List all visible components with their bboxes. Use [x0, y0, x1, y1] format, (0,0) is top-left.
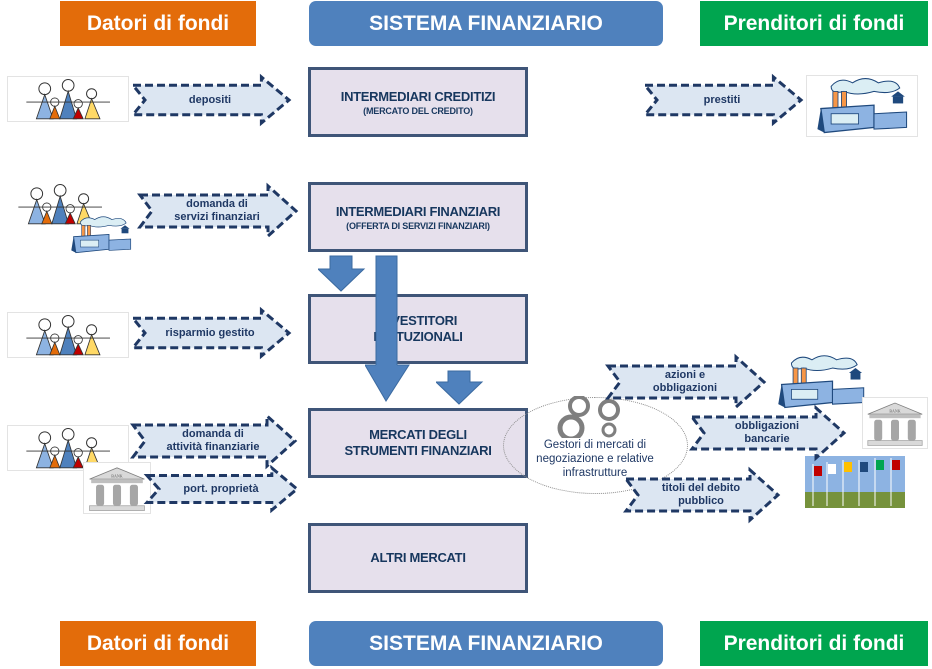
arrow-shape — [129, 306, 292, 360]
down-arrow-icon — [436, 370, 484, 405]
box-other-markets: ALTRI MERCATI — [308, 523, 528, 593]
header-lenders-top: Datori di fondi — [60, 1, 256, 46]
gears-icon — [557, 396, 620, 438]
arrow-loans: prestiti — [641, 73, 804, 127]
market-operators-line3: infrastrutture — [562, 467, 628, 479]
header-system-bottom: SISTEMA FINANZIARIO — [309, 621, 663, 666]
flags-icon — [805, 456, 905, 508]
arrow-label-line2: pubblico — [678, 495, 724, 507]
arrow-shape — [130, 412, 298, 470]
box-title: INTERMEDIARI FINANZIARI — [335, 203, 501, 219]
market-operators-ellipse — [503, 397, 688, 494]
box-credit-intermediaries: INTERMEDIARI CREDITIZI (MERCATO DEL CRED… — [308, 67, 528, 137]
arrow-deposits: depositi — [129, 73, 292, 127]
arrow-managed-savings: risparmio gestito — [129, 306, 292, 360]
arrow-shape — [605, 353, 767, 411]
box-financial-intermediaries: INTERMEDIARI FINANZIARI (OFFERTA DI SERV… — [308, 182, 528, 252]
box-title: INTERMEDIARI CREDITIZI — [340, 88, 496, 104]
arrow-label: domanda di — [186, 198, 248, 210]
box-title: ALTRI MERCATI — [370, 550, 466, 565]
factory-icon — [775, 352, 867, 412]
arrow-label: risparmio gestito — [165, 326, 255, 339]
header-borrowers-top: Prenditori di fondi — [700, 1, 928, 46]
arrow-label: prestiti — [703, 93, 741, 106]
arrow-label-line2: attività finanziarie — [166, 441, 260, 453]
arrow-label: obbligazioni — [734, 420, 800, 432]
down-arrow-long-icon — [365, 255, 410, 402]
bank-icon — [83, 462, 151, 514]
header-system-top: SISTEMA FINANZIARIO — [309, 1, 663, 46]
arrow-label-line2: bancarie — [744, 433, 790, 445]
arrow-label: port. proprietà — [183, 482, 259, 495]
box-title-line2: STRUMENTI FINANZIARI — [344, 443, 492, 458]
market-operators-line1: Gestori di mercati di — [543, 439, 647, 451]
arrow-shape — [137, 182, 299, 240]
market-operators-line2: negoziazione e relative — [536, 453, 654, 465]
box-title: INVESTITORI — [378, 313, 458, 328]
arrow-shape — [641, 73, 804, 127]
down-arrow-icon — [318, 255, 366, 292]
arrow-label-line2: obbligazioni — [652, 382, 718, 394]
bank-icon — [862, 397, 928, 449]
arrow-shape — [623, 466, 781, 524]
arrow-financial-assets-demand: domanda di attività finanziarie — [130, 412, 298, 470]
arrow-shape — [689, 404, 847, 462]
arrow-shares-bonds: azioni e obbligazioni — [605, 353, 767, 411]
family-icon — [7, 312, 129, 358]
box-subtitle: (OFFERTA DI SERVIZI FINANZIARI) — [346, 220, 490, 231]
header-borrowers-bottom: Prenditori di fondi — [700, 621, 928, 666]
arrow-label: depositi — [188, 93, 232, 106]
arrow-public-debt: titoli del debito pubblico — [623, 466, 781, 524]
header-lenders-bottom: Datori di fondi — [60, 621, 256, 666]
box-subtitle: (MERCATO DEL CREDITO) — [363, 105, 473, 116]
box-title: MERCATI DEGLI — [369, 427, 467, 442]
family-icon — [7, 76, 129, 122]
arrow-bank-bonds: obbligazioni bancarie — [689, 404, 847, 462]
arrow-label-line2: servizi finanziari — [174, 211, 260, 223]
arrow-label: azioni e — [664, 369, 706, 381]
arrow-proprietary-portfolio: port. proprietà — [143, 464, 300, 514]
arrow-financial-services-demand: domanda di servizi finanziari — [137, 182, 299, 240]
factory-icon — [806, 75, 918, 137]
arrow-label: titoli del debito — [661, 482, 741, 494]
arrow-shape — [143, 464, 300, 514]
arrow-shape — [129, 73, 292, 127]
market-operators-label: Gestori di mercati di negoziazione e rel… — [505, 438, 685, 480]
box-institutional-investors: INVESTITORI ISTITUZIONALI — [308, 294, 528, 364]
factory-icon — [60, 215, 142, 255]
arrow-label: domanda di — [182, 428, 244, 440]
box-financial-markets: MERCATI DEGLI STRUMENTI FINANZIARI — [308, 408, 528, 478]
